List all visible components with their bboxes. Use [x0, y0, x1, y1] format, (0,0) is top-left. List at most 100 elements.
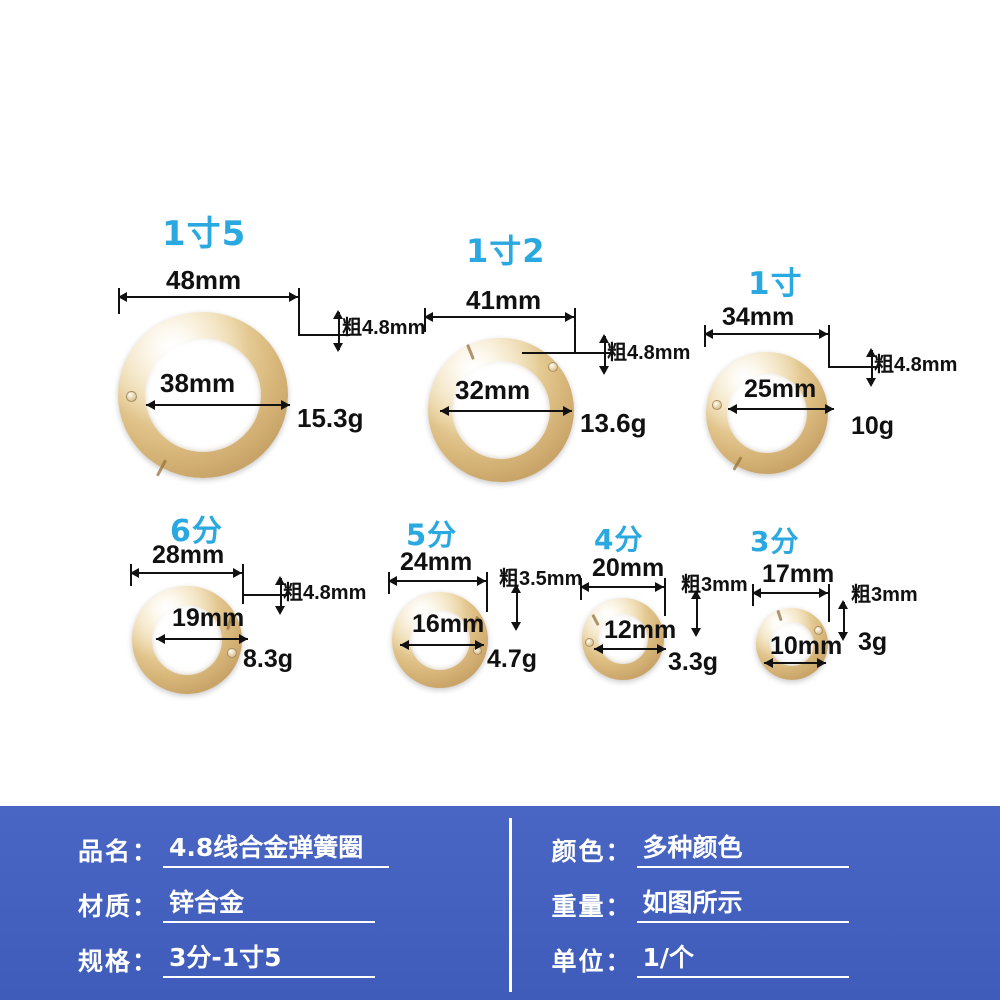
arrow-right-icon: [281, 400, 290, 410]
arrow-up-icon: [866, 348, 876, 357]
weight-label: 13.6g: [580, 408, 647, 438]
ring-gate-line: [155, 459, 168, 477]
arrow-right-icon: [817, 658, 826, 668]
dimension-tick: [574, 308, 576, 352]
ring-pin: [227, 648, 237, 658]
spec-key: 规格：: [78, 947, 160, 977]
thickness-label: 粗4.8mm: [283, 582, 367, 604]
spec-value: 多种颜色: [636, 828, 849, 868]
dimension-tick: [752, 584, 754, 606]
inner-dimension-line: [594, 648, 666, 650]
dimension-tick: [424, 308, 426, 332]
arrow-left-icon: [388, 576, 397, 586]
outer-dimension-label: 17mm: [762, 560, 835, 588]
thickness-leader-line: [298, 334, 350, 336]
thickness-line: [516, 586, 518, 628]
outer-dimension-line: [130, 572, 242, 574]
ring-pin: [814, 626, 823, 635]
arrow-right-icon: [475, 640, 484, 650]
arrow-down-icon: [275, 606, 285, 615]
outer-dimension-label: 48mm: [166, 265, 242, 295]
spec-row: 品名： 4.8线合金弹簧圈: [78, 828, 509, 868]
spec-key: 颜色：: [551, 836, 633, 866]
inner-dimension-line: [440, 410, 572, 412]
ring-pin: [548, 362, 558, 372]
arrow-up-icon: [691, 590, 701, 599]
arrow-right-icon: [477, 576, 486, 586]
thickness-line: [604, 336, 606, 372]
inner-dimension-line: [156, 638, 248, 640]
inner-dimension-line: [146, 404, 290, 406]
outer-dimension-label: 41mm: [466, 285, 542, 315]
outer-dimension-line: [388, 580, 486, 582]
dimension-tick: [704, 325, 706, 347]
weight-label: 8.3g: [243, 645, 294, 673]
arrow-left-icon: [118, 292, 127, 302]
dimension-tick: [580, 578, 582, 600]
outer-dimension-line: [424, 316, 574, 318]
spec-value: 如图所示: [636, 883, 849, 923]
ring-pin: [712, 400, 722, 410]
arrow-up-icon: [511, 584, 521, 593]
outer-dimension-line: [118, 296, 298, 298]
arrow-right-icon: [565, 312, 574, 322]
thickness-line: [696, 592, 698, 634]
dimension-tick: [130, 564, 132, 586]
spec-value: 1/个: [636, 938, 849, 979]
arrow-down-icon: [838, 632, 848, 641]
inner-dimension-label: 16mm: [412, 610, 485, 638]
arrow-right-icon: [825, 404, 834, 414]
ring-size-label: 3分: [750, 525, 800, 558]
arrow-left-icon: [764, 658, 773, 668]
thickness-label: 粗4.8mm: [874, 354, 958, 376]
outer-dimension-line: [580, 586, 664, 588]
arrow-left-icon: [728, 404, 737, 414]
spec-row: 材质： 锌合金: [78, 883, 509, 923]
arrow-left-icon: [580, 582, 589, 592]
thickness-leader-line: [242, 594, 288, 596]
outer-dimension-line: [752, 592, 828, 594]
arrow-right-icon: [819, 329, 828, 339]
ring-size-label: 1寸: [748, 266, 803, 302]
dimension-tick: [828, 584, 830, 622]
spec-panel: 品名： 4.8线合金弹簧圈 材质： 锌合金 规格： 3分-1寸5 颜色： 多种颜…: [0, 806, 1000, 1000]
ring-gate-line: [776, 609, 783, 622]
dimension-tick: [242, 564, 244, 604]
inner-dimension-label: 19mm: [172, 604, 245, 632]
arrow-down-icon: [511, 622, 521, 631]
spec-key: 品名：: [78, 836, 160, 866]
ring-size-label: 5分: [406, 518, 458, 552]
spec-column-left: 品名： 4.8线合金弹簧圈 材质： 锌合金 规格： 3分-1寸5: [18, 816, 509, 990]
arrow-up-icon: [838, 600, 848, 609]
spring-ring-graphic: [706, 352, 828, 474]
ring-gate-line: [732, 456, 743, 471]
weight-label: 4.7g: [487, 645, 538, 673]
inner-dimension-line: [728, 408, 834, 410]
arrow-right-icon: [563, 406, 572, 416]
arrow-left-icon: [146, 400, 155, 410]
arrow-left-icon: [752, 588, 761, 598]
inner-dimension-label: 32mm: [455, 375, 531, 405]
spec-row: 颜色： 多种颜色: [552, 828, 983, 868]
thickness-leader-line: [828, 366, 878, 368]
inner-dimension-label: 25mm: [744, 375, 817, 403]
dimension-tick: [118, 288, 120, 314]
spring-ring-graphic: [132, 586, 242, 694]
dimension-tick: [828, 325, 830, 367]
ring-size-label: 6分: [170, 514, 223, 549]
arrow-right-icon: [655, 582, 664, 592]
arrow-right-icon: [289, 292, 298, 302]
spec-row: 单位： 1/个: [551, 938, 983, 979]
ring-pin: [585, 638, 594, 647]
inner-dimension-label: 38mm: [160, 368, 236, 398]
thickness-label: 粗4.8mm: [342, 317, 426, 339]
inner-dimension-label: 12mm: [604, 616, 677, 644]
spec-key: 单位：: [551, 947, 633, 977]
arrow-left-icon: [156, 634, 165, 644]
arrow-left-icon: [400, 640, 409, 650]
spec-row: 规格： 3分-1寸5: [78, 938, 509, 979]
thickness-line: [338, 312, 340, 350]
outer-dimension-label: 24mm: [400, 548, 473, 576]
ring-gate-line: [466, 344, 475, 360]
arrow-down-icon: [866, 378, 876, 387]
